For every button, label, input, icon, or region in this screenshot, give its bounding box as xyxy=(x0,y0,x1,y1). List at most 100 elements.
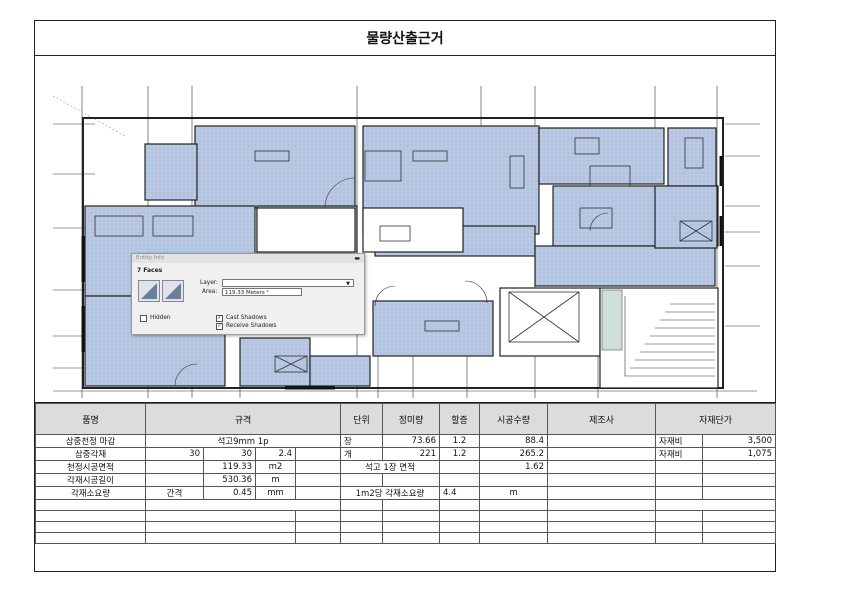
cell-empty xyxy=(439,532,480,544)
cast-shadows-checkbox[interactable]: ✓ xyxy=(216,315,223,322)
cell-spec: 석고9mm 1p xyxy=(145,434,341,448)
cell-empty xyxy=(340,510,383,522)
cell-empty xyxy=(655,510,703,522)
cell-empty xyxy=(479,510,548,522)
floor-plan: Entity Info ▬ 7 Faces Layer: ▼ Area: 119… xyxy=(35,56,775,403)
layer-label: Layer: xyxy=(200,280,219,286)
cell-empty xyxy=(145,532,296,544)
cell-empty xyxy=(382,473,440,487)
cell-value-unit: m2 xyxy=(255,460,296,474)
close-icon[interactable]: ▬ xyxy=(354,255,360,262)
receive-shadows-label: Receive Shadows xyxy=(226,323,277,329)
cell-spec-3: 2.4 xyxy=(255,447,296,461)
cell-empty xyxy=(702,510,776,522)
cell-empty xyxy=(340,532,383,544)
cell-empty xyxy=(547,532,656,544)
cell-maker xyxy=(547,434,656,448)
back-material-swatch-icon xyxy=(165,283,181,299)
receive-shadows-checkbox[interactable]: ✓ xyxy=(216,323,223,330)
cell-empty xyxy=(547,499,656,511)
hidden-checkbox[interactable] xyxy=(140,315,147,322)
cell-label: 간격 xyxy=(145,486,204,500)
table-header-row: 품명 규격 단위 정미량 할증 시공수량 제조사 자재단가 xyxy=(35,403,776,435)
quantity-sheet: 물량산출근거 xyxy=(34,20,776,572)
cell-empty xyxy=(295,473,341,487)
cell-value-unit: mm xyxy=(255,486,296,500)
cell-unit: 개 xyxy=(340,447,383,461)
cell-empty xyxy=(382,521,440,533)
cell-empty xyxy=(145,499,341,511)
cell-note: 석고 1장 면적 xyxy=(340,460,440,474)
back-material-swatch[interactable] xyxy=(162,280,184,302)
cell-empty xyxy=(145,473,204,487)
cell-value: 0.45 xyxy=(203,486,256,500)
cell-empty xyxy=(547,521,656,533)
table-row xyxy=(35,521,776,533)
cell-price: 1,075 xyxy=(702,447,776,461)
cell-empty xyxy=(439,473,480,487)
cell-spec-2: 30 xyxy=(203,447,256,461)
cell-net: 73.66 xyxy=(382,434,440,448)
cell-empty xyxy=(295,532,341,544)
hidden-label: Hidden xyxy=(150,315,171,321)
cell-empty xyxy=(702,473,776,487)
cell-note-value: 1.62 xyxy=(479,460,548,474)
cell-value-unit: m xyxy=(255,473,296,487)
cell-empty xyxy=(547,510,656,522)
header-net-qty: 정미량 xyxy=(382,403,440,435)
entity-faces: 7 Faces xyxy=(137,267,163,274)
header-spec: 규격 xyxy=(145,403,341,435)
cell-empty xyxy=(35,532,146,544)
cell-spec-1: 30 xyxy=(145,447,204,461)
cast-shadows-label: Cast Shadows xyxy=(226,315,267,321)
cell-empty xyxy=(145,521,296,533)
cell-empty xyxy=(702,460,776,474)
table-row: 삼중천정 마감 석고9mm 1p 장 73.66 1.2 88.4 자재비 3,… xyxy=(35,434,776,448)
cell-work: 88.4 xyxy=(479,434,548,448)
cell-empty xyxy=(35,521,146,533)
cell-empty xyxy=(439,460,480,474)
header-surcharge: 할증 xyxy=(439,403,480,435)
cell-empty xyxy=(655,521,703,533)
cell-item: 각재시공길이 xyxy=(35,473,146,487)
entity-info-title: Entity Info xyxy=(132,254,364,263)
cell-value: 119.33 xyxy=(203,460,256,474)
cell-empty xyxy=(655,532,703,544)
table-row: 천정시공면적 119.33 m2 석고 1장 면적 1.62 xyxy=(35,460,776,474)
cell-empty xyxy=(295,486,341,500)
cell-empty xyxy=(145,460,204,474)
cell-empty xyxy=(295,510,341,522)
cell-net: 221 xyxy=(382,447,440,461)
cell-surcharge: 1.2 xyxy=(439,447,480,461)
cell-empty xyxy=(295,460,341,474)
cell-note-value: 4.4 xyxy=(439,486,480,500)
header-work-qty: 시공수량 xyxy=(479,403,548,435)
floor-plan-drawing xyxy=(52,86,760,398)
cell-empty xyxy=(547,486,656,500)
cell-empty xyxy=(35,499,146,511)
area-label: Area: xyxy=(202,289,218,295)
layer-select[interactable]: ▼ xyxy=(222,279,354,287)
table-row xyxy=(35,499,776,511)
header-maker: 제조사 xyxy=(547,403,656,435)
cell-empty xyxy=(439,510,480,522)
cell-empty xyxy=(655,460,703,474)
cell-surcharge: 1.2 xyxy=(439,434,480,448)
cell-empty xyxy=(702,521,776,533)
cell-price-label: 자재비 xyxy=(655,447,703,461)
table-row: 각재소요량 간격 0.45 mm 1m2당 각재소요량 4.4 m xyxy=(35,486,776,500)
cell-empty xyxy=(340,521,383,533)
cell-empty xyxy=(702,486,776,500)
cell-item: 각재소요량 xyxy=(35,486,146,500)
cell-note-unit: m xyxy=(479,486,548,500)
cell-empty xyxy=(382,510,440,522)
cell-empty xyxy=(547,460,656,474)
cell-item: 삼중각재 xyxy=(35,447,146,461)
cell-empty xyxy=(439,499,480,511)
material-swatch[interactable] xyxy=(138,280,160,302)
cell-item: 삼중천정 마감 xyxy=(35,434,146,448)
cell-item: 천정시공면적 xyxy=(35,460,146,474)
table-row xyxy=(35,532,776,544)
cell-empty xyxy=(145,510,296,522)
material-swatch-icon xyxy=(141,283,157,299)
